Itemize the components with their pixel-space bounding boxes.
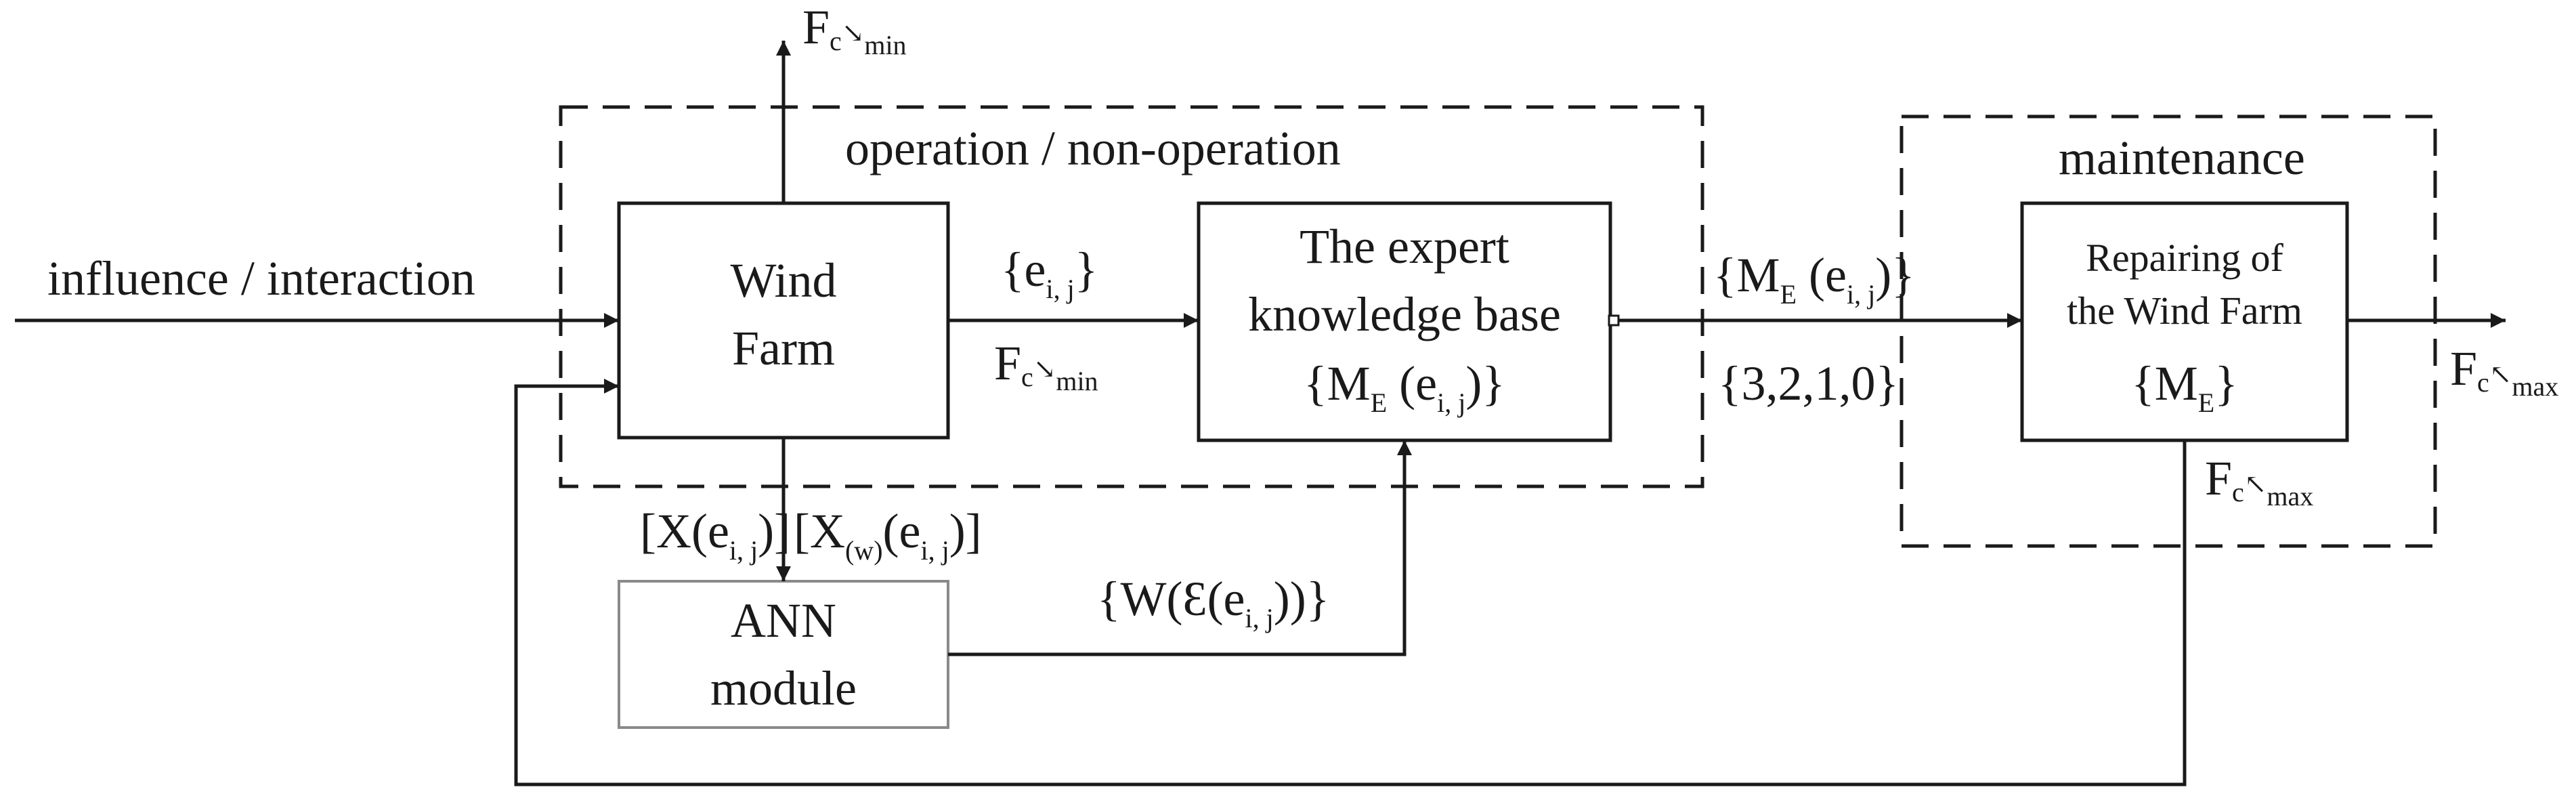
wind-farm-box: [617, 201, 950, 440]
fc-min-top-label: Fc↘min: [802, 0, 907, 60]
fc-min-mid-label: Fc↘min: [994, 336, 1098, 396]
ann-label-line2: module: [710, 661, 857, 715]
ann-to-expert-arrow: [948, 440, 1412, 656]
operation-group-boundary: [559, 105, 1704, 488]
w-eps-label: {W(Ɛ(ei, j))}: [1097, 572, 1329, 633]
ann-label-line1: ANN: [731, 593, 836, 648]
expert-label-line2: knowledge base: [1248, 287, 1561, 341]
repair-box: [2020, 201, 2349, 442]
expert-label-line1: The expert: [1300, 219, 1509, 274]
e-ij-label: {ei, j}: [1001, 243, 1098, 304]
fc-max-bottom-label: Fc↖max: [2205, 451, 2313, 511]
xw-eij-label: [X(w)(ei, j)]: [794, 504, 982, 566]
maintenance-group-title: maintenance: [2059, 131, 2305, 185]
input-label: influence / interaction: [47, 251, 475, 306]
operation-group-title: operation / non-operation: [845, 121, 1341, 175]
maintenance-group-boundary: [1899, 114, 2437, 548]
feedback-loop-arrow: [514, 379, 2187, 786]
repair-label-line2: the Wind Farm: [2067, 289, 2302, 333]
me-output-label: {ME (ei, j)}: [1713, 248, 1915, 310]
x-eij-label: [X(ei, j)]: [640, 504, 790, 566]
output-port: [1608, 314, 1620, 327]
expert-label-line3: {ME (ei, j)}: [1304, 356, 1505, 418]
wind-farm-label-line2: Farm: [732, 321, 835, 375]
levels-label: {3,2,1,0}: [1718, 356, 1899, 411]
repair-label-line1: Repairing of: [2086, 236, 2283, 280]
fc-max-right-label: Fc↖max: [2450, 341, 2558, 402]
repair-label-line3: {ME}: [2131, 356, 2238, 418]
wind-farm-label-line1: Wind: [730, 253, 836, 308]
